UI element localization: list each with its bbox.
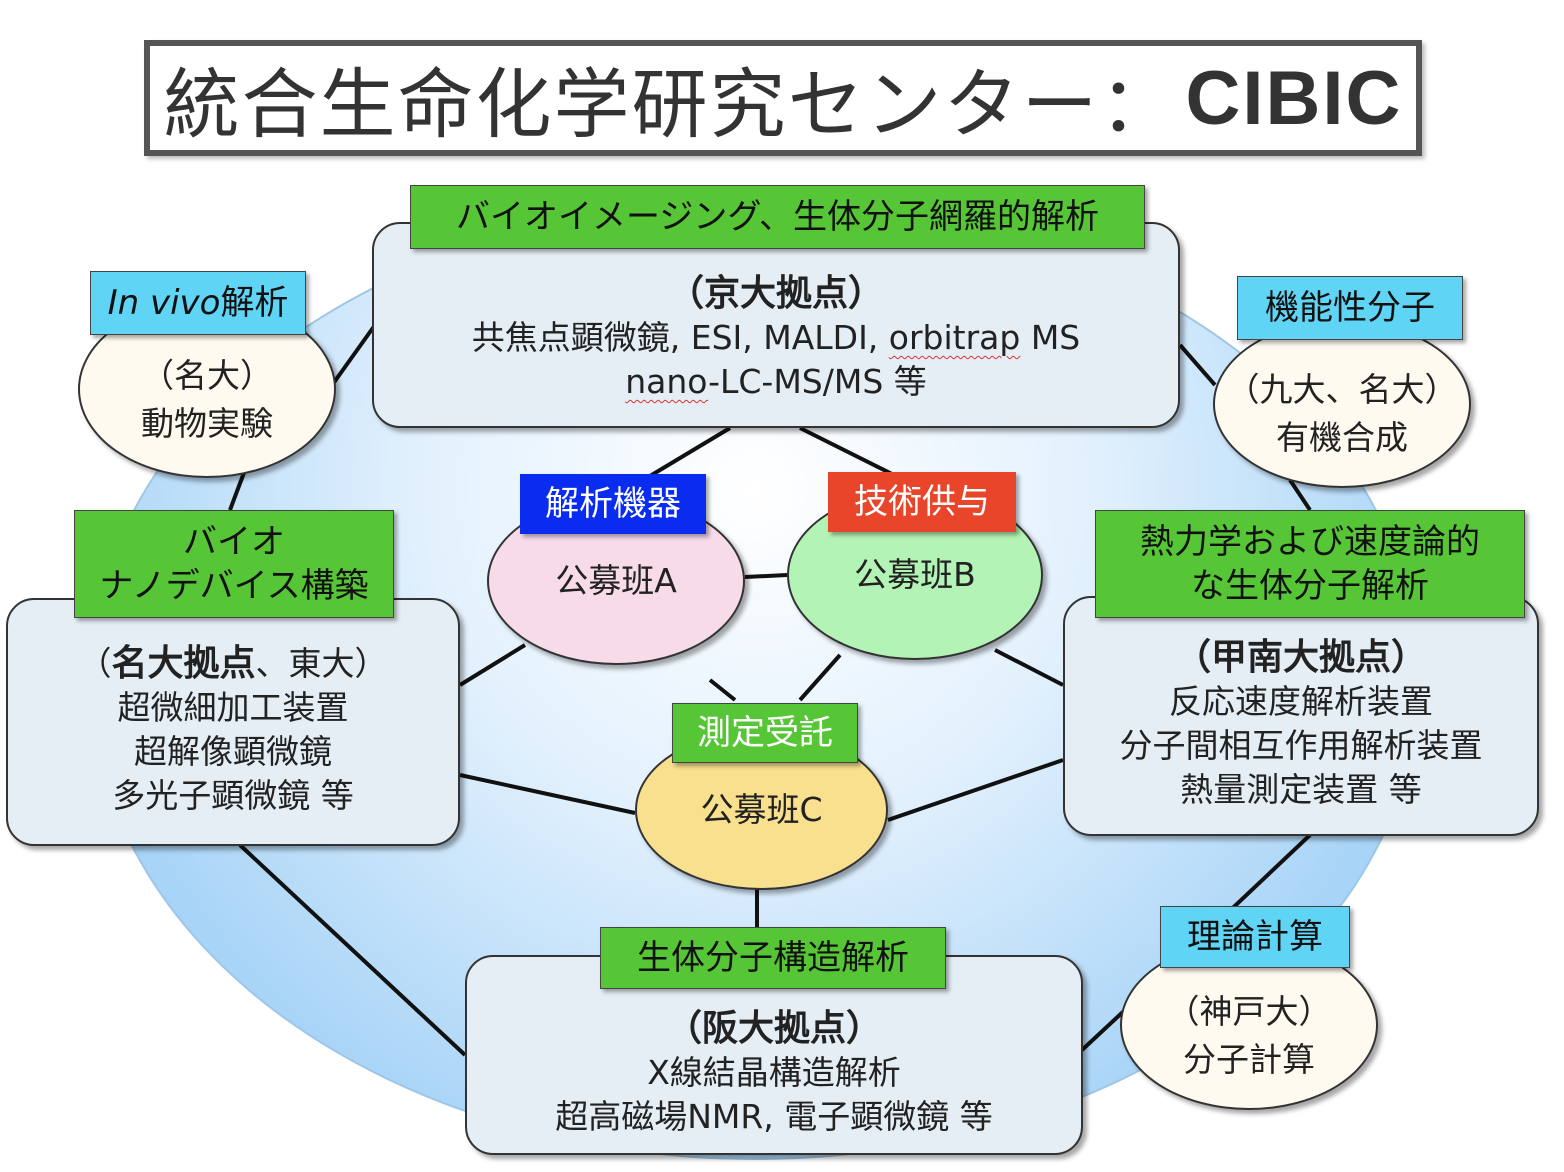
kyoto-site: （京大拠点）: [667, 273, 884, 314]
functional-molecule-ellipse: （九大、名大） 有機合成: [1213, 320, 1471, 488]
theory-desc: 分子計算: [1183, 1040, 1315, 1079]
functional-tag: 機能性分子: [1237, 276, 1463, 340]
group-c-label: 公募班C: [700, 790, 823, 829]
group-a-label: 公募班A: [555, 561, 677, 600]
link-nano-C: [459, 773, 636, 815]
konan-hub-box: （甲南大拠点） 反応速度解析装置 分子間相互作用解析装置 熱量測定装置 等: [1063, 596, 1539, 836]
link-vivo-nano: [228, 469, 247, 511]
konan-tag: 熱力学および速度論的 な生体分子解析: [1095, 510, 1525, 618]
link-A-B: [744, 573, 788, 579]
group-c-tag: 測定受託: [672, 703, 858, 763]
title-box: 統合生命化学研究センター： CIBIC: [144, 40, 1422, 156]
nagoya-line1: 超微細加工装置: [117, 688, 349, 727]
link-kinou-konan: [1288, 478, 1312, 512]
nagoya-site: （名大拠点、東大）: [78, 643, 388, 684]
osaka-site: （阪大拠点）: [665, 1008, 882, 1049]
kyoto-hub-box: （京大拠点） 共焦点顕微鏡, ESI, MALDI, orbitrap MS n…: [372, 222, 1180, 428]
link-A-C: [708, 678, 737, 702]
link-kyoto-kinou: [1178, 343, 1217, 387]
group-a-tag: 解析機器: [520, 474, 706, 534]
osaka-line2: 超高磁場NMR, 電子顕微鏡 等: [555, 1097, 993, 1136]
theory-tag: 理論計算: [1160, 906, 1350, 968]
konan-site: （甲南大拠点）: [1174, 637, 1427, 678]
nagoya-tag: バイオ ナノデバイス構築: [74, 510, 394, 618]
title-main: 統合生命化学研究センター：: [163, 60, 1178, 149]
link-B-C: [798, 653, 842, 702]
kyoto-line1: 共焦点顕微鏡, ESI, MALDI, orbitrap MS: [471, 318, 1081, 357]
group-b-tag: 技術供与: [828, 472, 1016, 532]
in-vivo-site: （名大）: [141, 356, 273, 395]
link-nano-osaka: [238, 843, 467, 1057]
osaka-line1: X線結晶構造解析: [647, 1053, 901, 1092]
link-A-nano: [458, 643, 527, 687]
functional-site: （九大、名大）: [1226, 370, 1458, 409]
nagoya-line3: 多光子顕微鏡 等: [112, 776, 354, 815]
osaka-tag: 生体分子構造解析: [600, 927, 946, 989]
title-suffix: CIBIC: [1185, 55, 1403, 141]
kyoto-line2: nano-LC-MS/MS 等: [625, 362, 927, 401]
konan-line2: 分子間相互作用解析装置: [1119, 726, 1483, 765]
link-C-konan: [887, 758, 1064, 822]
theory-ellipse: （神戸大） 分子計算: [1120, 940, 1378, 1110]
osaka-hub-box: （阪大拠点） X線結晶構造解析 超高磁場NMR, 電子顕微鏡 等: [465, 955, 1083, 1155]
kyoto-tag: バイオイメージング、生体分子網羅的解析: [410, 185, 1145, 249]
group-b-label: 公募班B: [854, 555, 976, 594]
link-kyoto-B: [799, 426, 901, 480]
functional-desc: 有機合成: [1276, 418, 1408, 457]
konan-line3: 熱量測定装置 等: [1180, 770, 1422, 809]
konan-line1: 反応速度解析装置: [1169, 682, 1433, 721]
nagoya-hub-box: （名大拠点、東大） 超微細加工装置 超解像顕微鏡 多光子顕微鏡 等: [6, 598, 460, 846]
link-B-konan: [994, 648, 1064, 687]
link-konan-kobe: [1218, 833, 1312, 922]
in-vivo-desc: 動物実験: [141, 404, 273, 443]
link-osaka-kobe: [1080, 1008, 1127, 1052]
theory-site: （神戸大）: [1166, 992, 1332, 1031]
nagoya-line2: 超解像顕微鏡: [134, 732, 332, 771]
